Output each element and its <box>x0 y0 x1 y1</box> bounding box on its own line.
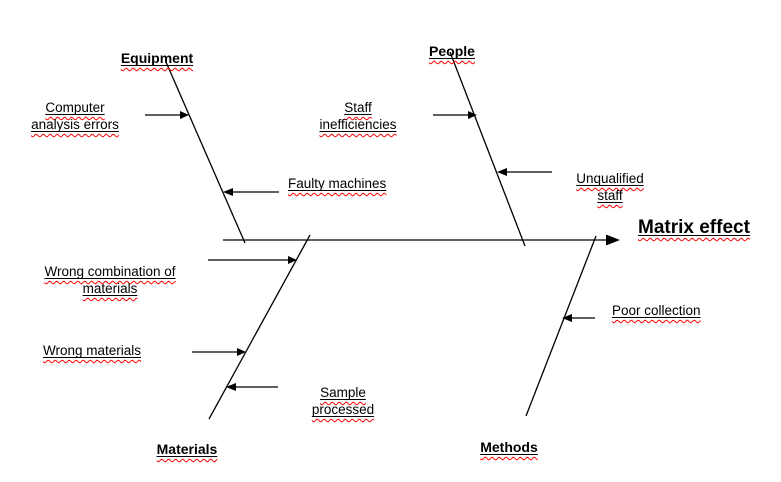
methods-branch-line <box>525 235 597 417</box>
cause-label-wrong-materials: Wrong materials <box>43 343 142 358</box>
faulty-machines-arrowhead-icon <box>223 188 233 196</box>
cause-label-faulty-machines: Faulty machines <box>288 176 387 191</box>
cause-label-staff-inefficiencies: Staff inefficiencies <box>319 100 397 132</box>
branch-label-materials: Materials <box>137 424 237 458</box>
materials-branch-line <box>208 234 311 420</box>
people-branch-line <box>449 51 526 247</box>
unqualified-staff-arrowhead-icon <box>497 168 507 176</box>
branch-label-people-text: People <box>429 43 475 59</box>
poor-collection-arrowhead-icon <box>562 314 572 322</box>
branch-label-methods-text: Methods <box>480 439 538 455</box>
wrong-combination-arrowhead-icon <box>288 256 297 264</box>
sample-processed-arrowhead-icon <box>226 383 236 391</box>
branch-label-equipment-text: Equipment <box>120 50 194 66</box>
branch-label-equipment: Equipment <box>107 33 207 67</box>
cause-label-sample-processed: Sample processed <box>311 385 375 417</box>
equipment-branch-line <box>165 61 246 244</box>
cause-label-unqualified-staff: Unqualified staff <box>576 171 644 203</box>
wrong-materials-arrowhead-icon <box>237 348 246 356</box>
effect-label-text: Matrix effect <box>638 217 750 238</box>
branch-label-people: People <box>402 26 502 60</box>
staff-inefficiencies-arrowhead-icon <box>468 111 477 119</box>
branch-label-methods: Methods <box>459 422 559 456</box>
computer-analysis-errors-arrowhead-icon <box>180 111 189 119</box>
cause-label-computer-analysis-errors: Computer analysis errors <box>31 100 119 132</box>
cause-label-wrong-combination: Wrong combination of materials <box>44 264 176 296</box>
branch-label-materials-text: Materials <box>156 441 218 457</box>
effect-label: Matrix effect <box>638 217 750 239</box>
cause-label-poor-collection: Poor collection <box>612 303 701 318</box>
spine-arrowhead-icon <box>606 234 620 246</box>
